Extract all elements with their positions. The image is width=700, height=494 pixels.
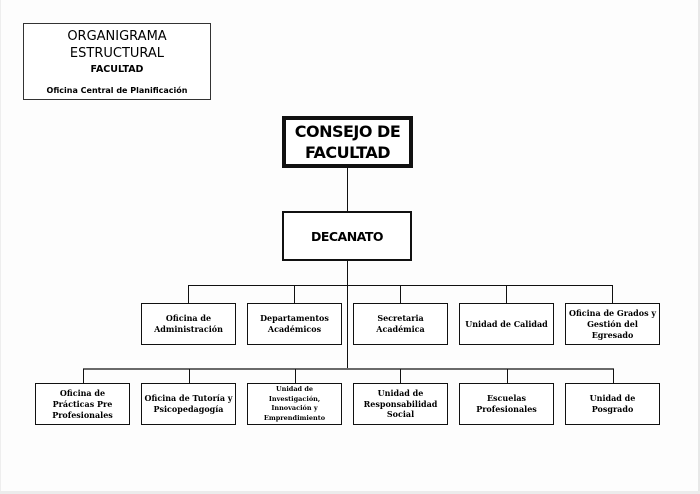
unit-label: Oficina de Administración [154,313,223,334]
box-unidad-investigacion: Unidad de Investigación, Innovación y Em… [247,383,342,425]
box-unidad-posgrado: Unidad de Posgrado [565,383,660,425]
unit-label: Departamentos Académicos [260,313,329,334]
unit-label: Unidad de Responsabilidad Social [363,388,438,420]
connector-line-bus [83,368,614,370]
unit-label: Unidad de Investigación, Innovación y Em… [263,385,326,422]
unit-label: Oficina de Prácticas Pre Profesionales [52,387,113,420]
page-edge-right [698,0,700,494]
connector-drop [188,285,189,303]
title-line-1: ORGANIGRAMA [67,29,167,44]
title-line-3: FACULTAD [90,64,144,75]
connector-drop [83,369,84,383]
box-decanato: DECANATO [282,211,412,261]
box-escuelas-profesionales: Escuelas Profesionales [459,383,554,425]
connector-decanato-trunk [347,261,348,369]
connector-drop [613,369,614,383]
unit-label: Escuelas Profesionales [476,393,537,414]
box-secretaria-academica: Secretaria Académica [353,303,448,345]
unit-label: Oficina de Tutoría y Psicopedagogía [144,393,233,414]
box-unidad-responsabilidad-social: Unidad de Responsabilidad Social [353,383,448,425]
connector-drop [400,369,401,383]
title-line-4: Oficina Central de Planificación [46,86,188,95]
box-oficina-grados: Oficina de Grados y Gestión del Egresado [565,303,660,345]
unit-label: Unidad de Calidad [465,318,548,329]
title-line-2: ESTRUCTURAL [69,46,165,61]
page-edge-bottom [0,491,700,494]
box-consejo-de-facultad: CONSEJO DE FACULTAD [282,116,413,168]
connector-drop [612,285,613,303]
connector-drop [507,369,508,383]
connector-drop [189,369,190,383]
connector-drop [506,285,507,303]
unit-label: Secretaria Académica [376,313,425,334]
unit-label: Oficina de Grados y Gestión del Egresado [568,307,657,340]
box-departamentos-academicos: Departamentos Académicos [247,303,342,345]
decanato-label: DECANATO [310,228,384,244]
connector-drop [295,369,296,383]
connector-consejo-decanato [347,168,348,211]
connector-drop [294,285,295,303]
box-oficina-practicas: Oficina de Prácticas Pre Profesionales [35,383,130,425]
box-oficina-administracion: Oficina de Administración [141,303,236,345]
title-block: ORGANIGRAMA ESTRUCTURAL FACULTAD Oficina… [23,23,211,100]
box-oficina-tutoria: Oficina de Tutoría y Psicopedagogía [141,383,236,425]
connector-drop [400,285,401,303]
page-edge-left [0,0,1,494]
unit-label: Unidad de Posgrado [589,393,636,414]
consejo-label: CONSEJO DE FACULTAD [294,122,401,162]
box-unidad-calidad: Unidad de Calidad [459,303,554,345]
